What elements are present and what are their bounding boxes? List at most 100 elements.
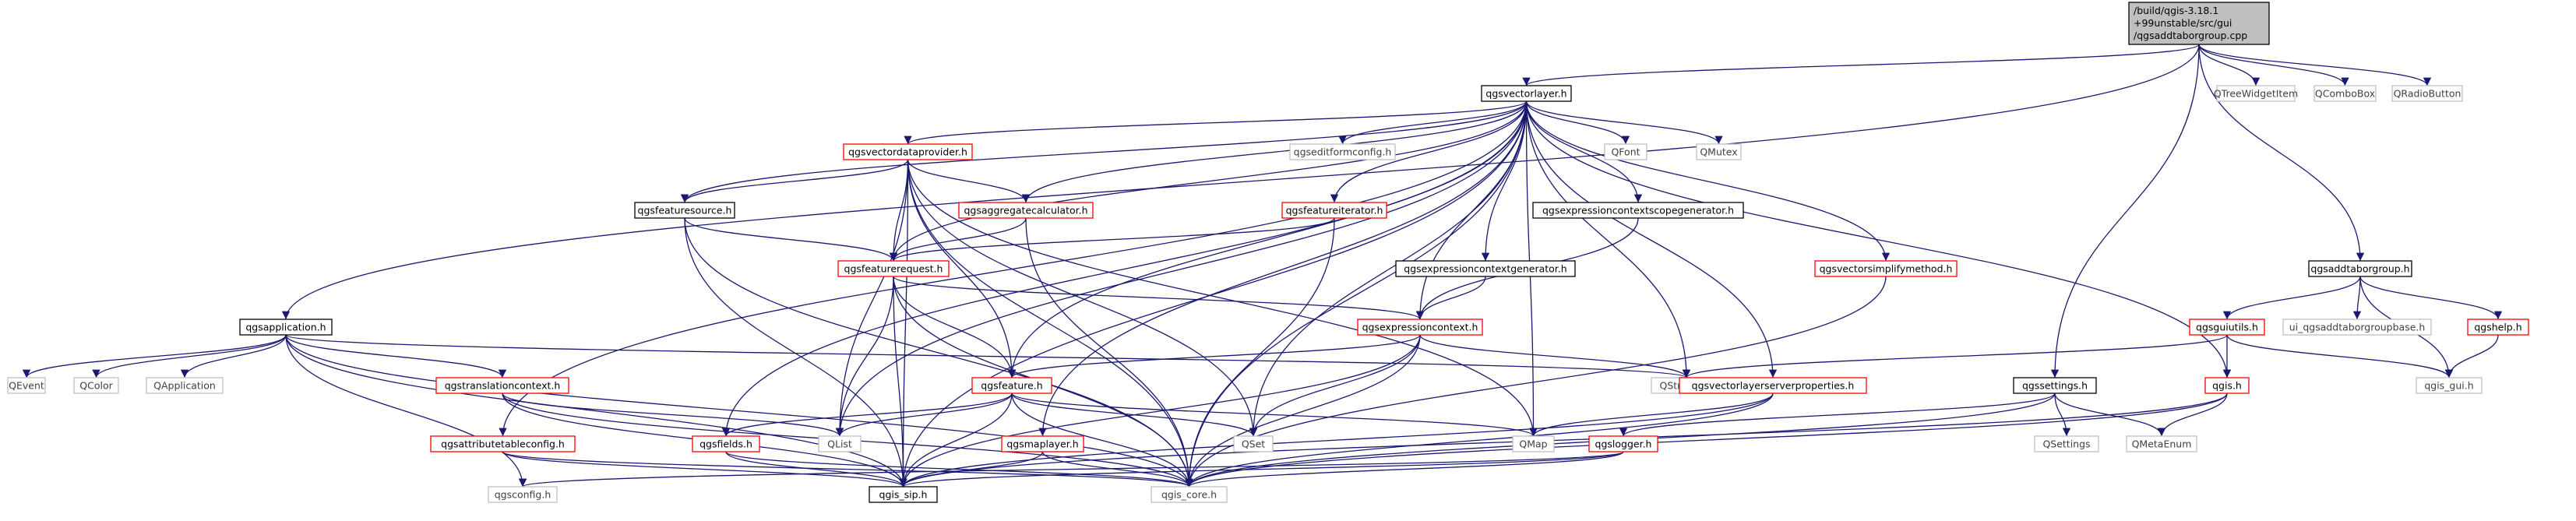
edge-qgsfeature-to-qlist [835, 393, 1013, 437]
node-qgsfeaturesource[interactable]: qgsfeaturesource.h [634, 202, 735, 219]
root-label-line: /build/qgis-3.18.1 [2134, 5, 2218, 16]
edge-root-to-qgsaddtaborgroup [2198, 44, 2365, 262]
node-qgsfeaturerequest[interactable]: qgsfeaturerequest.h [837, 260, 950, 277]
edge-qgsaddtaborgroup-to-ui_qgsaddtaborgroupbase [2352, 276, 2362, 320]
node-box-root [2128, 2, 2270, 45]
node-label-qlist: QList [827, 438, 852, 450]
edge-layer [22, 44, 2503, 488]
edge-qgsvectordataprovider-to-qlist [835, 159, 909, 437]
node-label-qgis: qgis.h [2212, 380, 2242, 392]
edge-qgsvectorlayer-to-qgsfeature [1007, 100, 1528, 378]
node-label-qgsfeatureiterator: qgsfeatureiterator.h [1286, 205, 1383, 216]
edge-qgsvectordataprovider-to-qgis_sip [899, 159, 909, 488]
edge-qgsfeaturesource-to-qgis_sip [684, 217, 907, 488]
edge-qgsvectorlayer-to-qgsvectordataprovider [904, 100, 1528, 145]
node-box-qapplication [146, 377, 224, 394]
node-qradiobutton: QRadioButton [2391, 85, 2463, 102]
node-label-qgsexpressioncontext: qgsexpressioncontext.h [1362, 322, 1478, 333]
edge-qgsapplication-to-qevent [22, 334, 287, 378]
edge-root-to-qgsapplication [281, 44, 2200, 320]
node-qgis_sip[interactable]: qgis_sip.h [869, 486, 938, 503]
node-box-qgsguiutils [2189, 319, 2265, 336]
node-box-qsettings [2034, 435, 2099, 452]
node-label-qgsfields: qgsfields.h [700, 438, 752, 450]
edge-qgslogger-to-qgsconfig [519, 451, 1624, 488]
edge-qgsvectorlayer-to-qgis [1525, 100, 2232, 378]
node-qgssettings[interactable]: qgssettings.h [2013, 377, 2097, 394]
node-label-qgsfeaturerequest: qgsfeaturerequest.h [844, 263, 943, 275]
root-label-line: +99unstable/src/gui [2134, 17, 2232, 29]
node-label-qsettings: QSettings [2042, 438, 2090, 450]
node-qgis[interactable]: qgis.h [2204, 377, 2250, 394]
node-label-qevent: QEvent [9, 380, 44, 392]
node-qgsvectorlayerserverproperties[interactable]: qgsvectorlayerserverproperties.h [1679, 377, 1867, 394]
node-box-qgssettings [2013, 377, 2097, 394]
node-qgsaddtaborgroup[interactable]: qgsaddtaborgroup.h [2308, 260, 2412, 277]
edge-qgsapplication-to-qgstranslationcontext [285, 334, 507, 378]
node-label-qgsexpressioncontextscopegenerator: qgsexpressioncontextscopegenerator.h [1542, 205, 1734, 216]
node-qgsfields[interactable]: qgsfields.h [692, 435, 760, 452]
edge-qgssettings-to-qsettings [2054, 393, 2071, 437]
node-label-qgsconfig: qgsconfig.h [495, 489, 551, 501]
edge-qgsfields-to-qgis_core [725, 451, 1193, 488]
edge-qgsvectordataprovider-to-qgis_core [907, 159, 1193, 488]
node-qgsvectorlayer[interactable]: qgsvectorlayer.h [1481, 85, 1572, 102]
node-qgstranslationcontext[interactable]: qgstranslationcontext.h [435, 377, 569, 394]
edge-qgslogger-to-qgis_core [1185, 451, 1624, 488]
edge-qgsexpressioncontext-to-qstringlist [1419, 334, 1691, 378]
node-qgsmaplayer[interactable]: qgsmaplayer.h [1001, 435, 1084, 452]
edge-root-to-qtreewidgetitem [2198, 44, 2261, 86]
edge-qgsvectorlayer-to-qgsfeatureiterator [1330, 100, 1528, 203]
node-label-qgssettings: qgssettings.h [2022, 380, 2088, 392]
node-qgshelp[interactable]: qgshelp.h [2467, 319, 2529, 336]
node-box-qgsvectorlayer [1481, 85, 1572, 102]
node-label-qgsvectordataprovider: qgsvectordataprovider.h [848, 146, 967, 158]
edge-qgshelp-to-qgis_gui [2444, 334, 2499, 378]
node-box-qmetaenum [2126, 435, 2197, 452]
edge-qgsvectorlayer-to-qmutex [1525, 100, 1723, 145]
node-label-qgis_core: qgis_core.h [1161, 489, 1217, 501]
edge-qgsfeature-to-qset [1011, 393, 1258, 437]
node-qapplication: QApplication [146, 377, 224, 394]
edge-qgssettings-to-qgslogger [1619, 393, 2056, 437]
node-box-qfont [1604, 143, 1647, 160]
node-qgsaggregatecalculator[interactable]: qgsaggregatecalculator.h [958, 202, 1094, 219]
node-label-qgis_sip: qgis_sip.h [879, 489, 928, 501]
node-qset: QSet [1233, 435, 1274, 452]
node-qgsapplication[interactable]: qgsapplication.h [239, 319, 333, 336]
node-label-qgsmaplayer: qgsmaplayer.h [1006, 438, 1078, 450]
edge-root-to-qgsvectorlayer [1522, 44, 2200, 86]
node-qgsexpressioncontext[interactable]: qgsexpressioncontext.h [1357, 319, 1483, 336]
edge-qgsvectordataprovider-to-qgsfeaturesource [680, 159, 909, 203]
node-root[interactable]: /build/qgis-3.18.1+99unstable/src/gui/qg… [2128, 2, 2270, 45]
node-qgsvectordataprovider[interactable]: qgsvectordataprovider.h [843, 143, 973, 160]
edge-root-to-qradiobutton [2198, 44, 2432, 86]
node-qgsfeatureiterator[interactable]: qgsfeatureiterator.h [1281, 202, 1387, 219]
edge-qgsexpressioncontext-to-qset [1249, 334, 1421, 437]
node-qcolor: QColor [73, 377, 119, 394]
edge-qgsattributetableconfig-to-qgis_core [502, 451, 1193, 488]
node-box-qgsexpressioncontextgenerator [1395, 260, 1576, 277]
node-qgsvectorsimplifymethod[interactable]: qgsvectorsimplifymethod.h [1814, 260, 1958, 277]
edge-qgsvectorlayer-to-qgsattributetableconfig [499, 100, 1528, 437]
node-label-ui_qgsaddtaborgroupbase: ui_qgsaddtaborgroupbase.h [2289, 322, 2426, 333]
node-qgsexpressioncontextscopegenerator[interactable]: qgsexpressioncontextscopegenerator.h [1532, 202, 1744, 219]
node-label-qgsaddtaborgroup: qgsaddtaborgroup.h [2310, 263, 2409, 275]
node-label-qgsvectorsimplifymethod: qgsvectorsimplifymethod.h [1820, 263, 1953, 275]
node-label-qgseditformconfig: qgseditformconfig.h [1294, 146, 1392, 158]
node-box-qgsvectorlayerserverproperties [1679, 377, 1867, 394]
edge-qgsexpressioncontext-to-qgsfeature [1007, 334, 1421, 378]
node-label-qgsaggregatecalculator: qgsaggregatecalculator.h [964, 205, 1087, 216]
node-qgsattributetableconfig[interactable]: qgsattributetableconfig.h [430, 435, 576, 452]
node-box-qset [1233, 435, 1274, 452]
node-qgsfeature[interactable]: qgsfeature.h [971, 377, 1052, 394]
node-box-qgsfeaturerequest [837, 260, 950, 277]
edge-qgsvectorlayer-to-qset [1249, 100, 1528, 437]
node-qgsguiutils[interactable]: qgsguiutils.h [2189, 319, 2265, 336]
node-box-qcolor [73, 377, 119, 394]
node-ui_qgsaddtaborgroupbase: ui_qgsaddtaborgroupbase.h [2282, 319, 2432, 336]
edge-qgslogger-to-qgis_sip [899, 451, 1624, 488]
node-qgsconfig: qgsconfig.h [488, 486, 558, 503]
node-qgsexpressioncontextgenerator[interactable]: qgsexpressioncontextgenerator.h [1395, 260, 1576, 277]
node-qgslogger[interactable]: qgslogger.h [1588, 435, 1658, 452]
